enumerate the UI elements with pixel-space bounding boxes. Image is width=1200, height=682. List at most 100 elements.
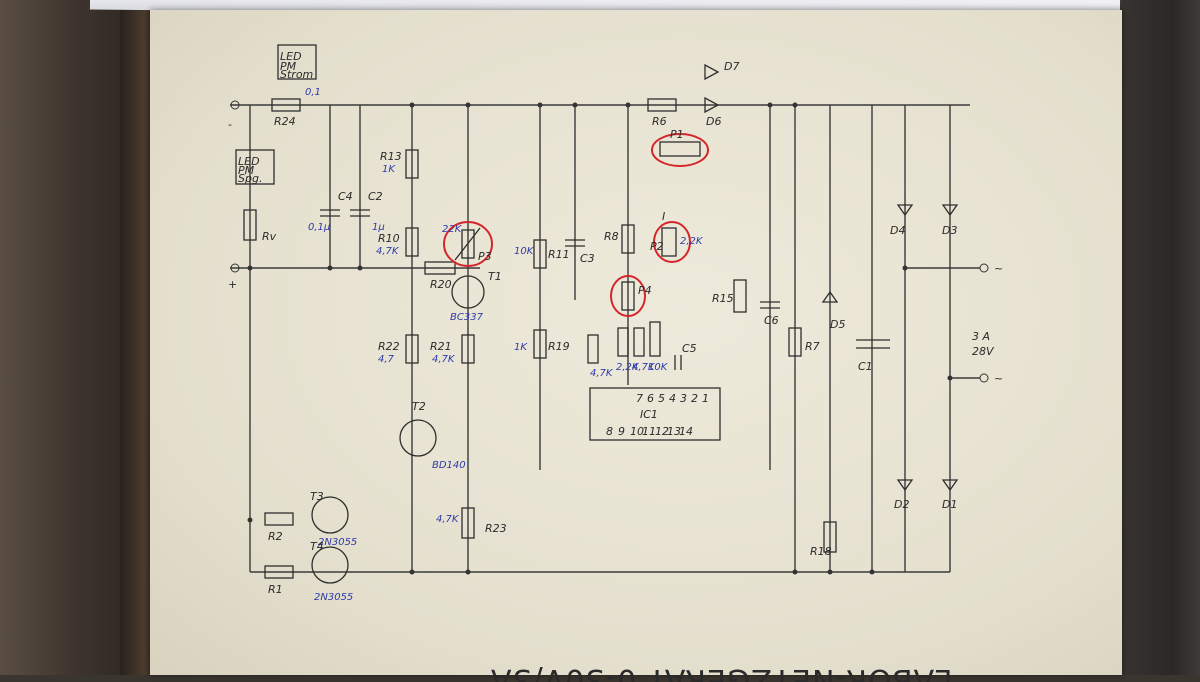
- svg-text:R8: R8: [604, 230, 619, 243]
- circuit-schematic: + - LED PM Strom LED PM Spg. R24 0,1 Rv …: [228, 44, 1003, 603]
- svg-text:7: 7: [636, 392, 643, 405]
- ac-terminal-2-label: ~: [994, 372, 1003, 385]
- svg-text:R11: R11: [548, 248, 570, 261]
- transistor-t1: [451, 275, 485, 309]
- resistor-r22: [405, 334, 419, 364]
- svg-text:D3: D3: [942, 224, 957, 237]
- plus-terminal-label: +: [228, 278, 237, 291]
- svg-text:PM: PM: [280, 60, 297, 73]
- svg-text:P2: P2: [650, 240, 664, 253]
- input-current-label: 3 A: [972, 330, 990, 343]
- svg-text:12: 12: [655, 425, 669, 438]
- svg-text:R2: R2: [268, 530, 283, 543]
- p2-value: 2,2K: [680, 236, 704, 247]
- svg-text:6: 6: [647, 392, 654, 405]
- transistor-t2: [399, 419, 437, 457]
- ic1-chip: [589, 387, 721, 441]
- svg-text:D7: D7: [724, 60, 739, 73]
- p1-red-circle: [651, 133, 709, 167]
- minus-terminal: [230, 100, 240, 110]
- svg-text:T3: T3: [310, 490, 324, 503]
- svg-text:D4: D4: [890, 224, 905, 237]
- plus-terminal: [230, 263, 240, 273]
- diode-d5: [821, 290, 839, 303]
- chain-r3-value: 4,7K: [632, 362, 656, 373]
- r24-value: 0,1: [305, 87, 321, 98]
- chain-resistor-1: [587, 334, 599, 364]
- svg-text:C2: C2: [368, 190, 383, 203]
- diode-d2: [896, 479, 914, 492]
- ac-terminal-1: [979, 263, 989, 273]
- diode-d6: [704, 96, 720, 114]
- resistor-r7: [788, 327, 802, 357]
- svg-text:C4: C4: [338, 190, 353, 203]
- svg-text:8: 8: [606, 425, 613, 438]
- p3-value: 22K: [442, 224, 463, 235]
- r22-value: 4,7: [378, 354, 395, 365]
- ac-terminal-1-label: ~: [994, 262, 1003, 275]
- potentiometer-p4: [621, 281, 635, 311]
- r11-value: 10K: [514, 246, 535, 257]
- resistor-r11: [533, 239, 547, 269]
- wooden-table-edge: [0, 0, 140, 675]
- svg-text:C1: C1: [858, 360, 873, 373]
- svg-text:Spg.: Spg.: [238, 172, 262, 185]
- resistor-r18: [823, 521, 837, 553]
- minus-terminal-label: -: [228, 118, 232, 131]
- chain-resistor-4: [649, 321, 661, 357]
- svg-text:C6: C6: [764, 314, 779, 327]
- resistor-r10: [405, 227, 419, 257]
- resistor-r24: [271, 98, 301, 112]
- r23-value: 4,7K: [436, 514, 460, 525]
- resistor-r13: [405, 149, 419, 179]
- svg-text:4: 4: [669, 392, 676, 405]
- svg-text:LED: LED: [280, 50, 302, 63]
- svg-text:R1: R1: [268, 583, 283, 596]
- resistor-r19: [533, 329, 547, 359]
- r20-label: R20: [430, 278, 452, 291]
- chain-resistor-3: [633, 327, 645, 357]
- chain-r4-value: 10K: [648, 362, 669, 373]
- resistor-r21: [461, 334, 475, 364]
- ic1-pin-labels-top: 8 9 10 11 12 13 14: [606, 425, 693, 438]
- svg-text:R23: R23: [485, 522, 507, 535]
- svg-text:T4: T4: [310, 540, 324, 553]
- resistor-rv: [243, 209, 257, 241]
- svg-text:R10: R10: [378, 232, 400, 245]
- svg-text:R22: R22: [378, 340, 400, 353]
- svg-text:13: 13: [667, 425, 681, 438]
- svg-text:D1: D1: [942, 498, 957, 511]
- chain-resistor-2: [617, 327, 629, 357]
- transistor-t4: [311, 546, 349, 584]
- svg-text:R7: R7: [805, 340, 820, 353]
- chain-r1-value: 4,7K: [590, 368, 614, 379]
- svg-text:Strom: Strom: [280, 68, 313, 81]
- t4-type: 2N3055: [314, 592, 353, 603]
- r10-value: 4,7K: [376, 246, 400, 257]
- svg-text:2: 2: [691, 392, 698, 405]
- t2-type: BD140: [432, 460, 466, 471]
- resistor-r20: [424, 261, 456, 275]
- svg-text:T2: T2: [412, 400, 426, 413]
- diode-d7: [704, 63, 720, 81]
- svg-text:D6: D6: [706, 115, 721, 128]
- p2-label: I: [662, 210, 665, 223]
- t1-type: BC337: [450, 312, 484, 323]
- ac-terminal-2: [979, 373, 989, 383]
- junction-dots: [247, 102, 953, 575]
- potentiometer-p2: [661, 227, 677, 257]
- svg-text:3: 3: [680, 392, 687, 405]
- svg-text:R6: R6: [652, 115, 667, 128]
- resistor-r23: [461, 507, 475, 539]
- resistor-r2: [264, 512, 294, 526]
- p2-red-circle: [653, 221, 691, 263]
- svg-text:R24: R24: [274, 115, 296, 128]
- svg-text:1: 1: [702, 392, 709, 405]
- c2-value: 1μ: [372, 222, 385, 233]
- svg-text:R13: R13: [380, 150, 402, 163]
- svg-text:P1: P1: [670, 128, 684, 141]
- svg-text:P3: P3: [478, 250, 492, 263]
- svg-text:T1: T1: [488, 270, 502, 283]
- svg-text:C5: C5: [682, 342, 697, 355]
- svg-text:5: 5: [658, 392, 665, 405]
